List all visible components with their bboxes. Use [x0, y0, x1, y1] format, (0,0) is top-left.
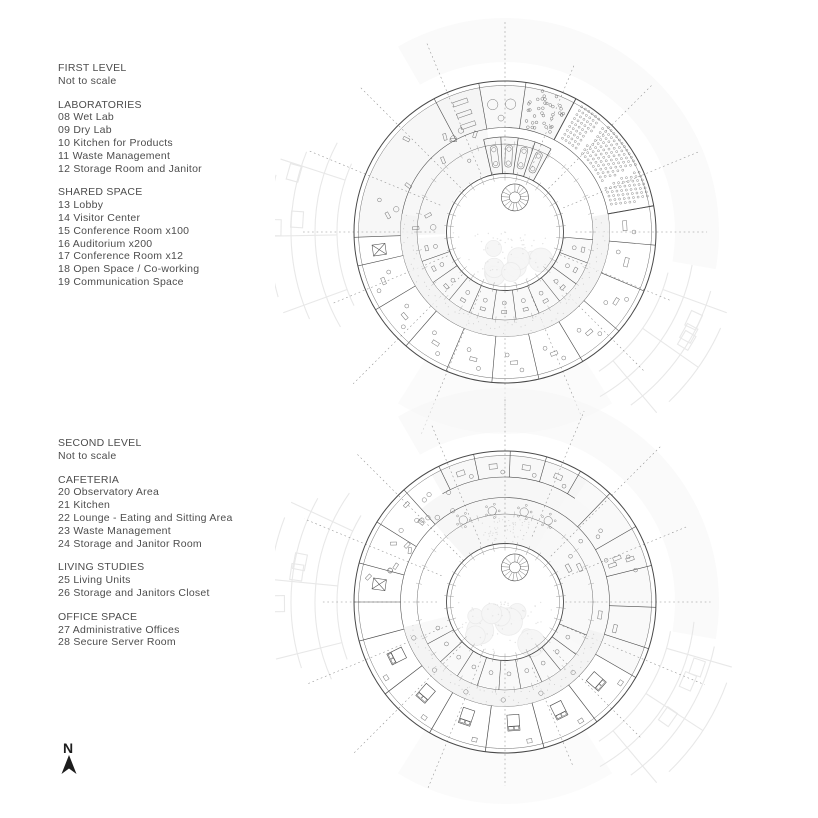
legend-heading: SHARED SPACE: [58, 186, 143, 199]
legend-item: 09 Dry Lab: [58, 124, 112, 137]
legend-item: 10 Kitchen for Products: [58, 136, 173, 149]
legend-heading: LABORATORIES: [58, 98, 142, 111]
legend-item: 23 Waste Management: [58, 524, 171, 537]
north-arrow: N: [61, 740, 77, 774]
legend-section-cafeteria: CAFETERIA 20 Observatory Area 21 Kitchen…: [58, 474, 233, 551]
legend-item: 19 Communication Space: [58, 275, 184, 288]
first-level-subtitle: Not to scale: [58, 74, 117, 87]
legend-item: 11 Waste Management: [58, 149, 171, 162]
legend-section-laboratories: LABORATORIES 08 Wet Lab 09 Dry Lab 10 Ki…: [58, 99, 202, 176]
legend-item: 12 Storage Room and Janitor: [58, 162, 202, 175]
legend-heading: OFFICE SPACE: [58, 610, 138, 623]
second-level-title: SECOND LEVEL: [58, 437, 142, 449]
legend-heading: CAFETERIA: [58, 473, 120, 486]
legend-item: 17 Conference Room x12: [58, 250, 184, 263]
legend-section-office-space: OFFICE SPACE 27 Administrative Offices 2…: [58, 611, 233, 649]
legend-item: 21 Kitchen: [58, 499, 111, 512]
legend-item: 14 Visitor Center: [58, 211, 141, 224]
legend-item: 18 Open Space / Co-working: [58, 263, 200, 276]
legend-item: 28 Secure Server Room: [58, 636, 176, 649]
legend-section-shared-space: SHARED SPACE 13 Lobby 14 Visitor Center …: [58, 186, 202, 288]
second-level-legend: SECOND LEVEL Not to scale CAFETERIA 20 O…: [58, 437, 233, 649]
legend-heading: LIVING STUDIES: [58, 561, 145, 574]
legend-section-living-studies: LIVING STUDIES 25 Living Units 26 Storag…: [58, 561, 233, 599]
first-level-title: FIRST LEVEL: [58, 62, 127, 74]
first-level-legend: FIRST LEVEL Not to scale LABORATORIES 08…: [58, 62, 202, 289]
north-label: N: [63, 740, 73, 756]
legend-item: 27 Administrative Offices: [58, 623, 180, 636]
legend-item: 20 Observatory Area: [58, 486, 160, 499]
legend-item: 08 Wet Lab: [58, 111, 115, 124]
first-level-floor-plan: [275, 17, 727, 435]
legend-item: 22 Lounge - Eating and Sitting Area: [58, 511, 233, 524]
legend-item: 26 Storage and Janitors Closet: [58, 586, 210, 599]
legend-item: 24 Storage and Janitor Room: [58, 537, 202, 550]
legend-item: 16 Auditorium x200: [58, 237, 153, 250]
legend-item: 13 Lobby: [58, 199, 104, 212]
second-level-floor-plan: [275, 387, 733, 805]
north-arrow-icon: [61, 755, 77, 774]
second-level-subtitle: Not to scale: [58, 449, 117, 462]
legend-item: 15 Conference Room x100: [58, 224, 190, 237]
legend-item: 25 Living Units: [58, 574, 131, 587]
